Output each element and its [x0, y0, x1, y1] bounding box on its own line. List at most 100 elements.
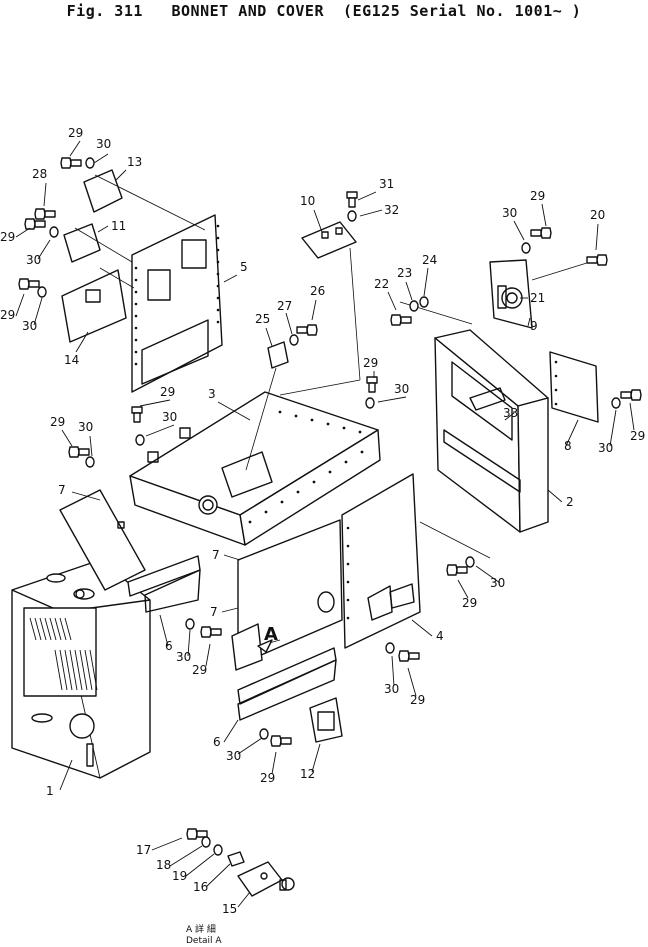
callout-23: 23 [397, 266, 412, 280]
front-panel-7-left [59, 489, 146, 591]
fitting-21 [501, 287, 523, 309]
bolt-29-e [530, 227, 552, 239]
leader-line [237, 891, 251, 908]
bolt-28-shank [44, 210, 56, 218]
callout-7-b: 7 [210, 605, 218, 619]
side-cover-8 [549, 351, 599, 423]
top-tray-bolt-hole [280, 500, 284, 504]
leader-line [151, 837, 183, 851]
bolt-29-c-head [18, 278, 30, 290]
washer-30-k [385, 642, 395, 654]
callout-30-i: 30 [176, 650, 191, 664]
callout-30-h: 30 [598, 441, 613, 455]
callout-28: 28 [32, 167, 47, 181]
assembly-line-10b [279, 379, 361, 396]
callout-30-c: 30 [22, 319, 37, 333]
assembly-line-4 [419, 521, 491, 559]
callout-22: 22 [374, 277, 389, 291]
front-panel-7-clip [117, 521, 125, 529]
side-cover-8-hole [554, 388, 558, 392]
top-tray-bolt-hole [328, 470, 332, 474]
top-tray-bolt-hole [296, 490, 300, 494]
bolt-29-f-head [630, 389, 642, 401]
leader-line [527, 317, 531, 327]
top-tray-edge-hole [358, 430, 362, 434]
washer-24 [419, 296, 429, 308]
side-panel-4-hole [346, 598, 350, 602]
bolt-29-b-shank [34, 220, 46, 228]
top-tray-bolt-hole [360, 450, 364, 454]
callout-20: 20 [590, 208, 605, 222]
side-cover-8-hole [554, 360, 558, 364]
bolt-17-head [186, 828, 198, 840]
latch-12-inner [317, 711, 335, 731]
grille-hatch-a [49, 617, 57, 641]
top-tray-bolt-hole [312, 480, 316, 484]
leader-line [69, 140, 81, 157]
assembly-line-13 [94, 174, 206, 231]
callout-1: 1 [46, 784, 54, 798]
washer-30-l [465, 556, 475, 568]
leader-line [377, 396, 407, 403]
leader-line [357, 191, 377, 201]
leader-line [205, 643, 211, 667]
leader-line [115, 169, 127, 181]
rear-panel-5-hole [216, 236, 220, 240]
callout-7-a: 7 [58, 483, 66, 497]
callout-30-k: 30 [384, 682, 399, 696]
top-tray-bolt-hole [344, 460, 348, 464]
bolt-29-g [200, 626, 222, 638]
callout-29-h: 29 [630, 429, 645, 443]
grille-hatch-b [74, 649, 83, 691]
detail-plate-15-hole [260, 872, 268, 880]
callout-30-f: 30 [394, 382, 409, 396]
leader-line [457, 579, 469, 599]
callout-29-l: 29 [462, 596, 477, 610]
rear-panel-5-lower-vent [141, 319, 209, 385]
callout-33: 33 [503, 406, 518, 420]
leader-line [223, 554, 241, 561]
strip-6-upper-side [144, 569, 201, 613]
bolt-28-head [34, 208, 46, 220]
frame-2-inner-window [451, 361, 513, 441]
bolt-29-l-head [366, 376, 378, 384]
leader-line [237, 737, 263, 755]
top-tray-edge-hole [294, 414, 298, 418]
side-panel-4-hole [346, 562, 350, 566]
side-cover-8-hole [554, 402, 558, 406]
assembly-line-25 [245, 367, 277, 471]
bolt-29-j-shank [456, 566, 468, 574]
washer-23 [409, 300, 419, 312]
callout-17: 17 [136, 843, 151, 857]
callout-13: 13 [127, 155, 142, 169]
detail-caption-jp: A 詳 細 [186, 923, 216, 935]
callout-29-j: 29 [260, 771, 275, 785]
bolt-20-shank [586, 256, 598, 264]
assembly-line-20 [531, 261, 591, 281]
leader-line [311, 299, 317, 321]
plate-10 [301, 221, 357, 259]
washer-30-d [85, 456, 95, 468]
bolt-31-head [346, 191, 358, 199]
rear-panel-5-hole [134, 314, 138, 318]
leader-line [75, 331, 89, 353]
top-tray-edge-hole [310, 418, 314, 422]
grille-hatch-a [34, 617, 42, 641]
bolt-29-h [270, 735, 292, 747]
leader-line [391, 655, 395, 687]
grille-hatch-b [79, 649, 88, 691]
side-panel-4-notch [367, 585, 393, 621]
detail-knob [281, 877, 295, 891]
grille-hatch-a [54, 617, 62, 641]
callout-24: 24 [422, 253, 437, 267]
leader-line [541, 203, 547, 227]
top-tray-bolt-hole [264, 510, 268, 514]
rear-panel-5-hole [134, 326, 138, 330]
rear-panel-5-hole [216, 272, 220, 276]
leader-line [159, 614, 169, 647]
leader-line [387, 291, 397, 311]
bolt-29-i-head [398, 650, 410, 662]
frame-2-side [517, 397, 549, 533]
leader-line [223, 274, 238, 283]
callout-30-a: 30 [96, 137, 111, 151]
